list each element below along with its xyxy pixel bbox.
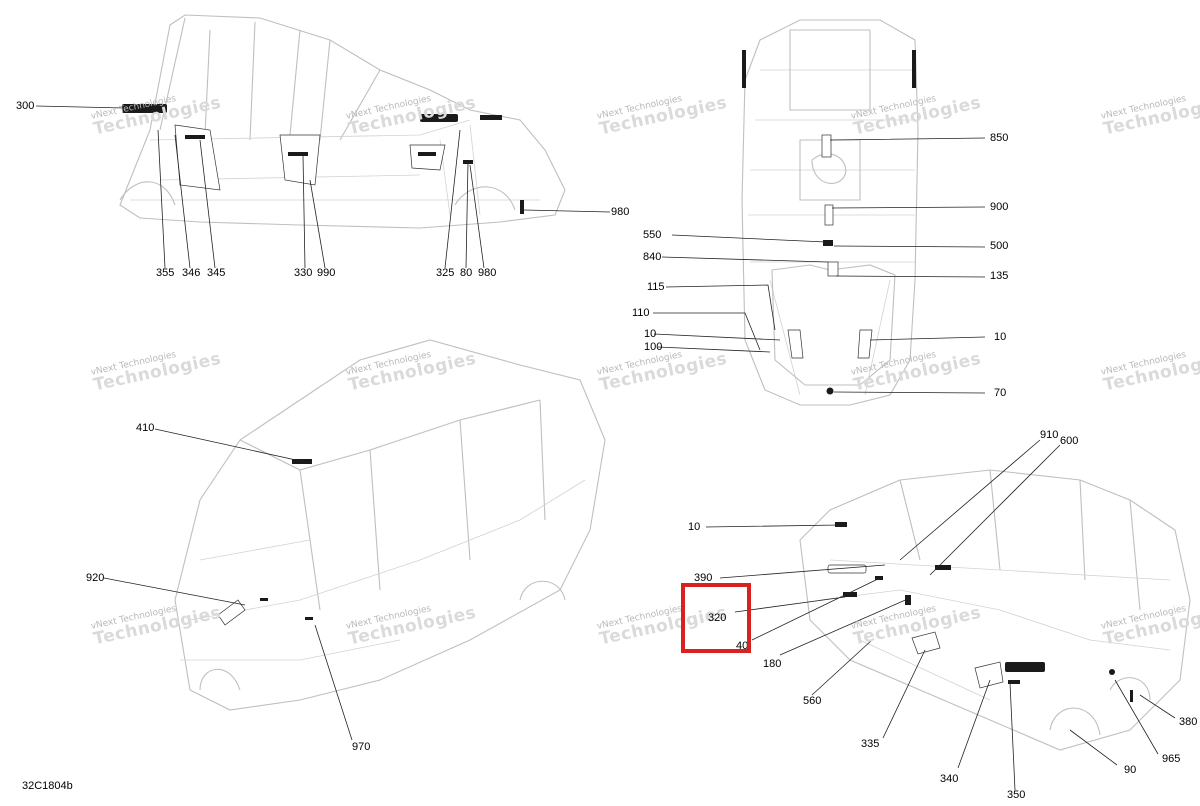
callout-label[interactable]: 350	[1007, 789, 1026, 801]
callout-label[interactable]: 970	[352, 741, 371, 753]
callout-label[interactable]: 980	[478, 267, 497, 279]
callout-label[interactable]: 965	[1162, 753, 1181, 765]
callout-label[interactable]: 850	[990, 132, 1009, 144]
callout-label[interactable]: 40	[736, 640, 749, 652]
callout-label[interactable]: 345	[207, 267, 226, 279]
vehicle-rear-iso-view	[705, 439, 1191, 791]
callout-label[interactable]: 920	[86, 572, 105, 584]
callout-label[interactable]: 500	[990, 240, 1009, 252]
callout-label[interactable]: 300	[16, 100, 35, 112]
callout-label[interactable]: 910	[1040, 429, 1059, 441]
callout-label[interactable]: 355	[156, 267, 175, 279]
callout-label[interactable]: 340	[940, 773, 959, 785]
callout-label[interactable]: 10	[994, 331, 1007, 343]
callout-label[interactable]: 346	[182, 267, 201, 279]
callout-highlight-box	[681, 583, 751, 653]
callout-label[interactable]: 325	[436, 267, 455, 279]
callout-label[interactable]: 10	[644, 328, 657, 340]
callout-label[interactable]: 560	[803, 695, 822, 707]
callout-label[interactable]: 100	[644, 341, 663, 353]
callout-label[interactable]: 840	[643, 251, 662, 263]
callout-label[interactable]: 70	[994, 387, 1007, 399]
highlighted-callout-label[interactable]: 320	[708, 612, 727, 624]
callout-label[interactable]: 550	[643, 229, 662, 241]
callout-label[interactable]: 90	[1124, 764, 1137, 776]
callout-label[interactable]: 110	[632, 307, 650, 319]
callout-label[interactable]: 380	[1179, 716, 1198, 728]
callout-label[interactable]: 335	[861, 738, 880, 750]
callout-label[interactable]: 410	[136, 422, 155, 434]
callout-label[interactable]: 115	[647, 281, 665, 293]
callout-label[interactable]: 990	[317, 267, 336, 279]
callout-label[interactable]: 80	[460, 267, 473, 279]
callout-label[interactable]: 600	[1060, 435, 1079, 447]
callout-label[interactable]: 980	[611, 206, 630, 218]
vehicle-top-view	[653, 19, 986, 406]
callout-label[interactable]: 180	[763, 658, 782, 670]
callout-label[interactable]: 900	[990, 201, 1009, 213]
drawing-code: 32C1804b	[22, 780, 73, 792]
callout-label[interactable]: 390	[694, 572, 713, 584]
callout-label[interactable]: 135	[990, 270, 1009, 282]
callout-label[interactable]: 330	[294, 267, 313, 279]
vehicle-front-iso-view	[103, 339, 606, 741]
callout-label[interactable]: 10	[688, 521, 701, 533]
vehicle-side-view	[35, 14, 611, 269]
